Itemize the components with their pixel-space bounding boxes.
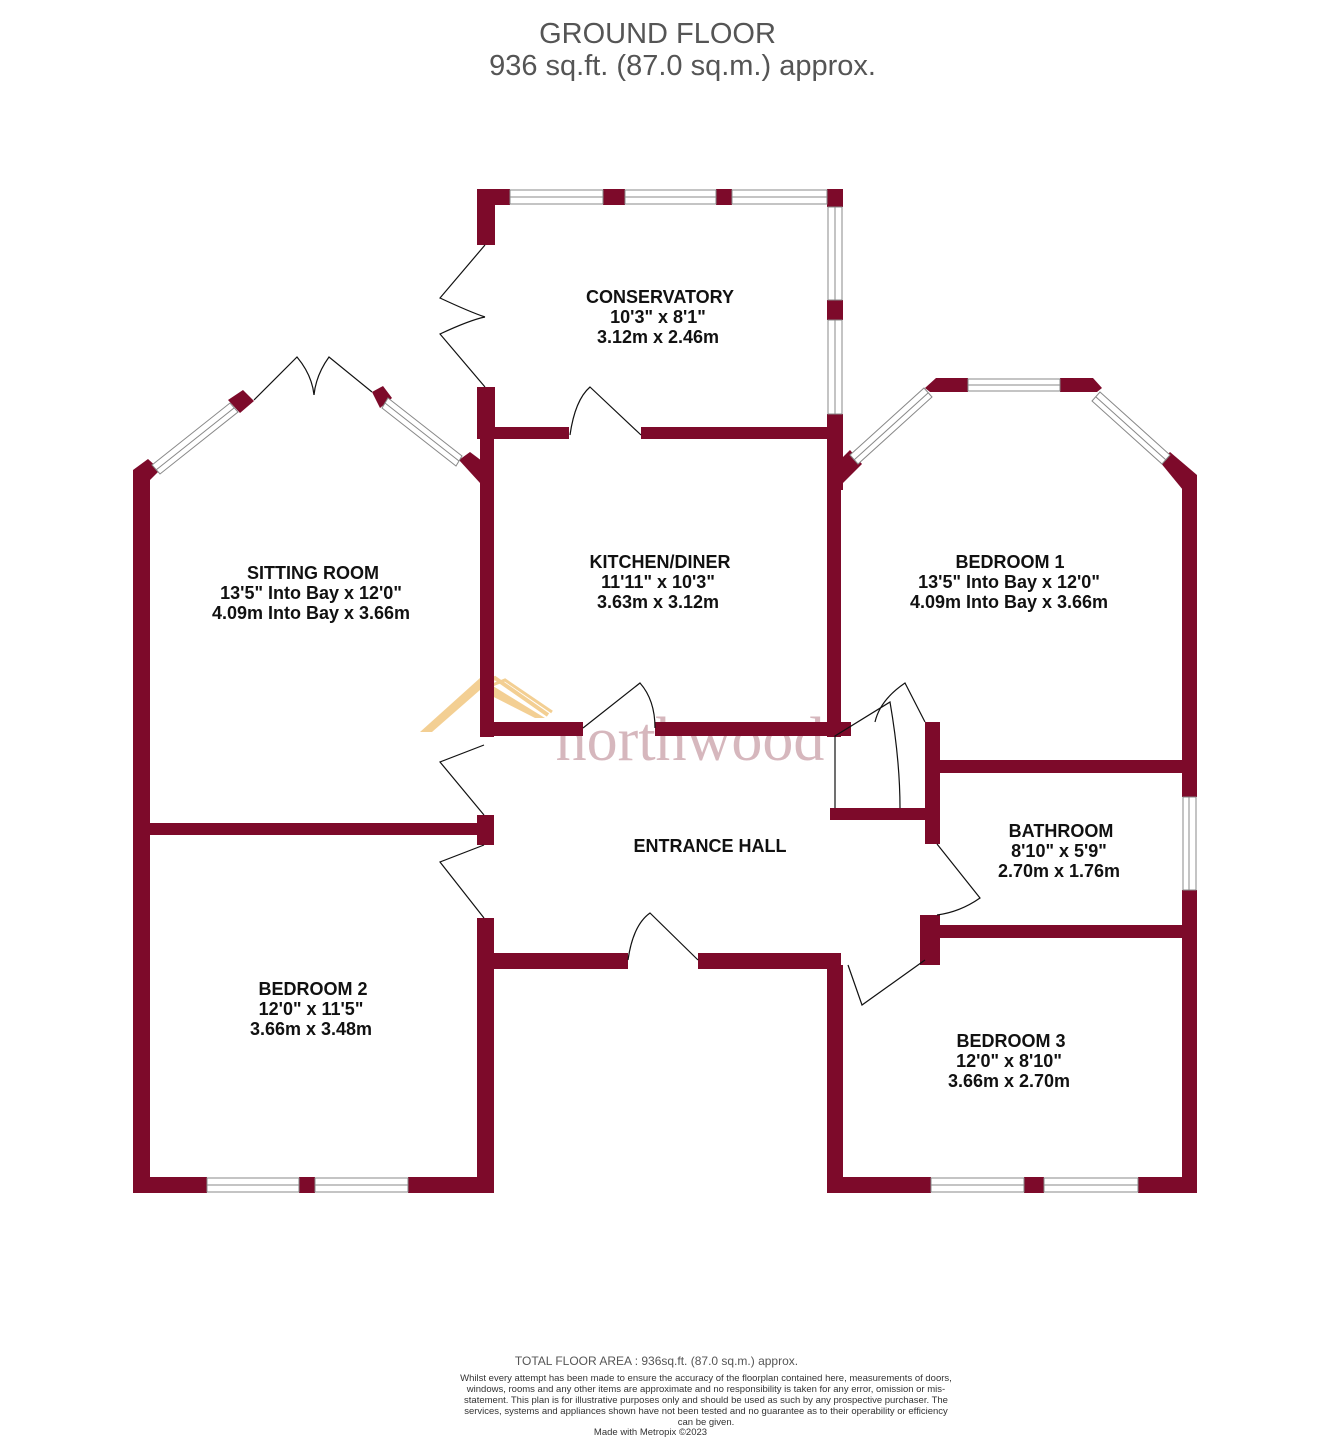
room-metric: 2.70m x 1.76m — [998, 861, 1120, 881]
room-bedroom-2: BEDROOM 2 12'0" x 11'5" 3.66m x 3.48m — [250, 979, 372, 1039]
room-metric: 3.12m x 2.46m — [597, 327, 719, 347]
room-imperial: 8'10" x 5'9" — [1011, 841, 1107, 861]
room-metric: 4.09m Into Bay x 3.66m — [212, 603, 410, 623]
room-name: BATHROOM — [1009, 821, 1114, 841]
disclaimer: Whilst every attempt has been made to en… — [460, 1373, 952, 1428]
room-metric: 3.63m x 3.12m — [597, 592, 719, 612]
room-name: ENTRANCE HALL — [634, 836, 787, 856]
room-imperial: 10'3" x 8'1" — [610, 307, 706, 327]
room-name: BEDROOM 2 — [258, 979, 367, 999]
room-sitting-room: SITTING ROOM 13'5" Into Bay x 12'0" 4.09… — [212, 563, 410, 623]
floor-title: GROUND FLOOR — [539, 18, 776, 50]
made-with-credit: Made with Metropix ©2023 — [593, 1427, 708, 1438]
room-metric: 3.66m x 3.48m — [250, 1019, 372, 1039]
room-imperial: 13'5" Into Bay x 12'0" — [918, 572, 1100, 592]
total-floor-area: TOTAL FLOOR AREA : 936sq.ft. (87.0 sq.m.… — [514, 1354, 799, 1368]
watermark-text: northwood — [556, 706, 825, 774]
doors — [253, 244, 981, 1006]
room-imperial: 12'0" x 11'5" — [259, 999, 364, 1019]
room-entrance-hall: ENTRANCE HALL — [634, 836, 787, 856]
room-name: SITTING ROOM — [247, 563, 379, 583]
room-name: KITCHEN/DINER — [589, 552, 730, 572]
room-imperial: 12'0" x 8'10" — [956, 1051, 1062, 1071]
room-imperial: 13'5" Into Bay x 12'0" — [220, 583, 402, 603]
room-bathroom: BATHROOM 8'10" x 5'9" 2.70m x 1.76m — [998, 821, 1120, 881]
room-metric: 4.09m Into Bay x 3.66m — [910, 592, 1108, 612]
room-name: BEDROOM 1 — [955, 552, 1064, 572]
room-metric: 3.66m x 2.70m — [948, 1071, 1070, 1091]
floor-area: 936 sq.ft. (87.0 sq.m.) approx. — [489, 50, 876, 82]
room-name: BEDROOM 3 — [956, 1031, 1065, 1051]
room-conservatory: CONSERVATORY 10'3" x 8'1" 3.12m x 2.46m — [586, 287, 734, 347]
room-name: CONSERVATORY — [586, 287, 734, 307]
walls — [133, 189, 1197, 1193]
room-kitchen-diner: KITCHEN/DINER 11'11" x 10'3" 3.63m x 3.1… — [589, 552, 730, 612]
room-bedroom-3: BEDROOM 3 12'0" x 8'10" 3.66m x 2.70m — [948, 1031, 1070, 1091]
windows — [151, 189, 1197, 1193]
room-bedroom-1: BEDROOM 1 13'5" Into Bay x 12'0" 4.09m I… — [910, 552, 1108, 612]
room-imperial: 11'11" x 10'3" — [601, 572, 715, 592]
